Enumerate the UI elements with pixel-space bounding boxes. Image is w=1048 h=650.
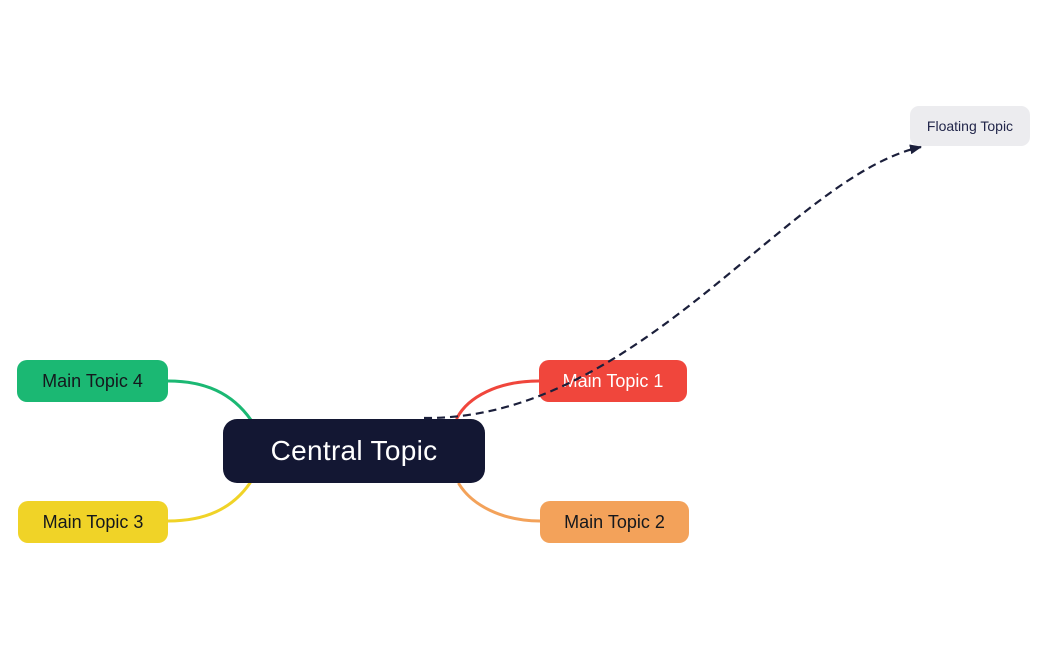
main-topic-1-label: Main Topic 1: [562, 370, 664, 391]
central-topic-label: Central Topic: [270, 435, 438, 466]
main-topic-4-label: Main Topic 4: [42, 370, 143, 391]
main-topic-1-node[interactable]: Main Topic 1: [539, 360, 687, 402]
floating-topic-node[interactable]: Floating Topic: [910, 106, 1030, 146]
main-topic-3-label: Main Topic 3: [42, 511, 144, 532]
relationship-connector[interactable]: [423, 144, 922, 420]
branch-connector-main-topic-2: [457, 482, 542, 523]
central-topic-node[interactable]: Central Topic: [223, 419, 485, 483]
main-topic-2-node[interactable]: Main Topic 2: [540, 501, 689, 543]
main-topic-4-node[interactable]: Main Topic 4: [17, 360, 168, 402]
branch-connector-main-topic-4: [166, 379, 253, 422]
branch-connector-main-topic-3: [166, 481, 252, 523]
floating-topic-label: Floating Topic: [926, 118, 1014, 134]
main-topic-3-node[interactable]: Main Topic 3: [18, 501, 168, 543]
main-topic-2-label: Main Topic 2: [564, 511, 665, 532]
